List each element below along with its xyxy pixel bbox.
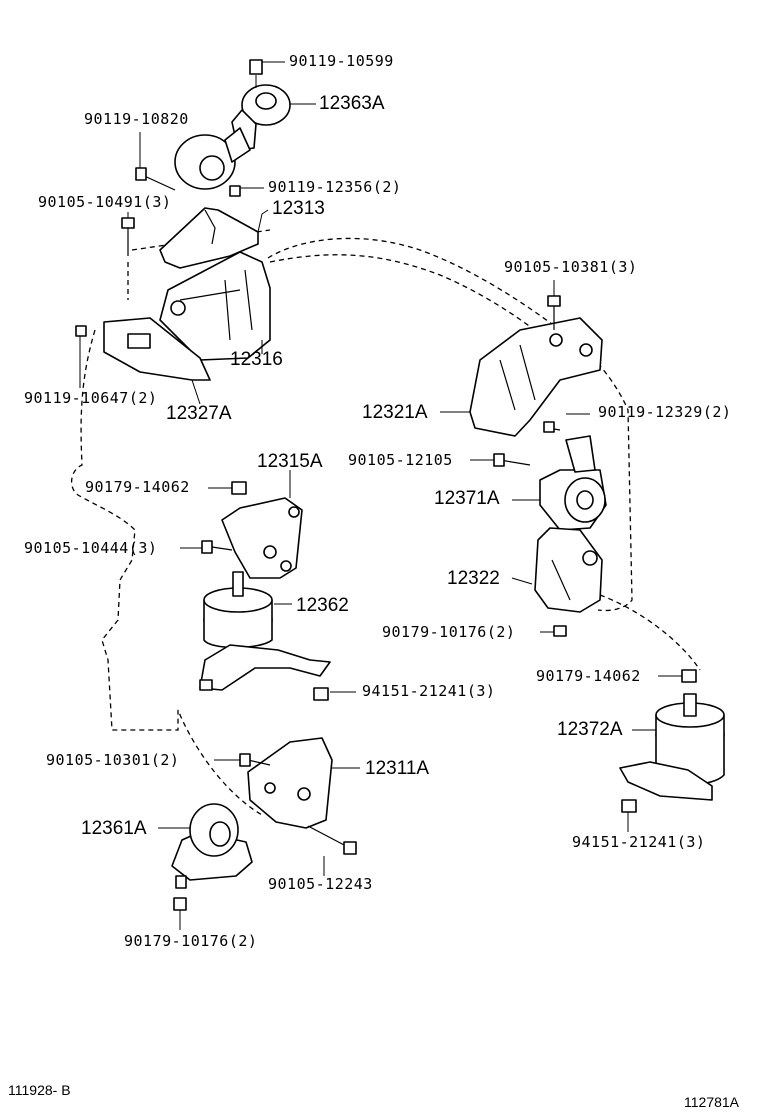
label-90179-10176-b: 90179-10176(2): [124, 932, 258, 950]
part-12361A-mount: [171, 803, 253, 911]
label-90179-14062-b: 90179-14062: [536, 667, 641, 685]
label-90105-10381: 90105-10381(3): [504, 258, 638, 276]
label-94151-21241-b: 94151-21241(3): [572, 833, 706, 851]
part-12327A-bracket: [75, 317, 211, 381]
part-12321A-bracket: [469, 295, 603, 437]
part-12315A-bracket: [201, 481, 303, 579]
label-12372A: 12372A: [557, 719, 623, 740]
label-90105-10491: 90105-10491(3): [38, 193, 172, 211]
label-90119-12329: 90119-12329(2): [598, 403, 732, 421]
label-90119-10599: 90119-10599: [289, 52, 394, 70]
part-12313-bracket: [121, 207, 259, 269]
label-12313: 12313: [272, 198, 325, 219]
label-12316: 12316: [230, 349, 283, 370]
label-12315A: 12315A: [257, 451, 323, 472]
part-12316-bracket: [159, 251, 271, 361]
part-12311A-bracket: [239, 737, 357, 855]
label-90179-14062-a: 90179-14062: [85, 478, 190, 496]
label-90105-12243: 90105-12243: [268, 875, 373, 893]
label-90179-10176-a: 90179-10176(2): [382, 623, 516, 641]
label-12371A: 12371A: [434, 488, 500, 509]
part-12322-bracket: [534, 527, 603, 637]
label-12321A: 12321A: [362, 402, 428, 423]
label-90119-10820: 90119-10820: [84, 110, 189, 128]
label-90105-10301: 90105-10301(2): [46, 751, 180, 769]
part-bushing-lower: [135, 127, 251, 197]
label-94151-21241-a: 94151-21241(3): [362, 682, 496, 700]
label-90105-12105: 90105-12105: [348, 451, 453, 469]
label-12327A: 12327A: [166, 403, 232, 424]
part-12371A-mount: [493, 421, 607, 531]
part-12362-mount: [199, 571, 331, 701]
label-12322: 12322: [447, 568, 500, 589]
part-12363A-mount: [231, 59, 291, 151]
footer-left-code: 111928- B: [8, 1082, 71, 1098]
label-12311A: 12311A: [365, 758, 430, 779]
label-12361A: 12361A: [81, 818, 147, 839]
leader-lines: [79, 61, 682, 930]
footer-right-code: 112781A: [684, 1094, 740, 1110]
label-12362: 12362: [296, 595, 349, 616]
label-90105-10444: 90105-10444(3): [24, 539, 158, 557]
label-12363A: 12363A: [319, 93, 385, 114]
label-90119-10647: 90119-10647(2): [24, 389, 158, 407]
part-12372A-mount: [619, 669, 725, 813]
label-90119-12356: 90119-12356(2): [268, 178, 402, 196]
